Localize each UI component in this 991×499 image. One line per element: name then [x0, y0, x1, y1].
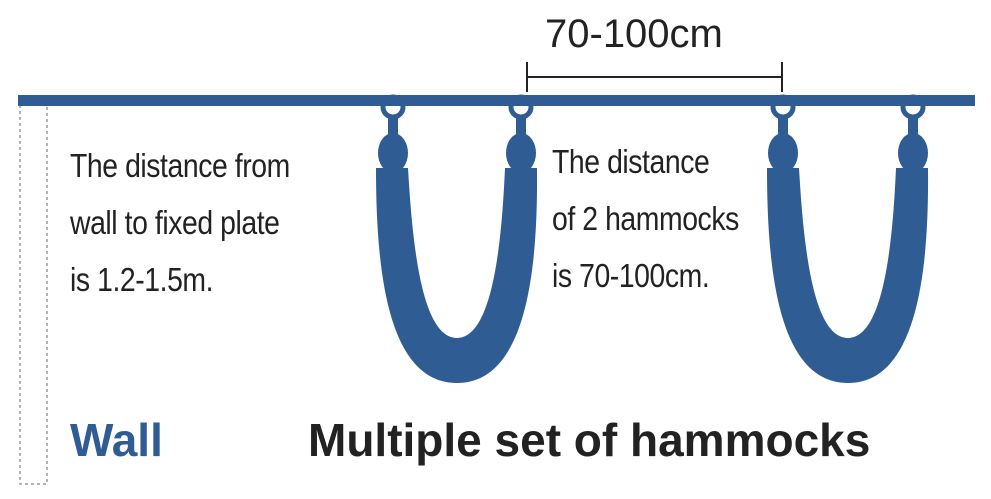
ceiling-bar: [18, 95, 975, 106]
hammock-icon: [376, 94, 538, 383]
wall-distance-note: The distance from wall to fixed plate is…: [70, 137, 290, 308]
note-line: wall to fixed plate: [70, 204, 280, 241]
wall-label: Wall: [70, 414, 163, 466]
multiple-hammocks-label: Multiple set of hammocks: [308, 414, 871, 466]
hammock-icon: [767, 94, 929, 383]
dimension-line: [526, 62, 783, 92]
note-line: The distance from: [70, 147, 290, 184]
note-line: is 70-100cm.: [552, 257, 710, 294]
wall-outline: [19, 103, 48, 485]
hammock-distance-note: The distance of 2 hammocks is 70-100cm.: [552, 133, 739, 304]
note-line: of 2 hammocks: [552, 200, 739, 237]
dimension-label: 70-100cm: [545, 12, 723, 56]
note-line: The distance: [552, 143, 710, 180]
note-line: is 1.2-1.5m.: [70, 261, 214, 298]
